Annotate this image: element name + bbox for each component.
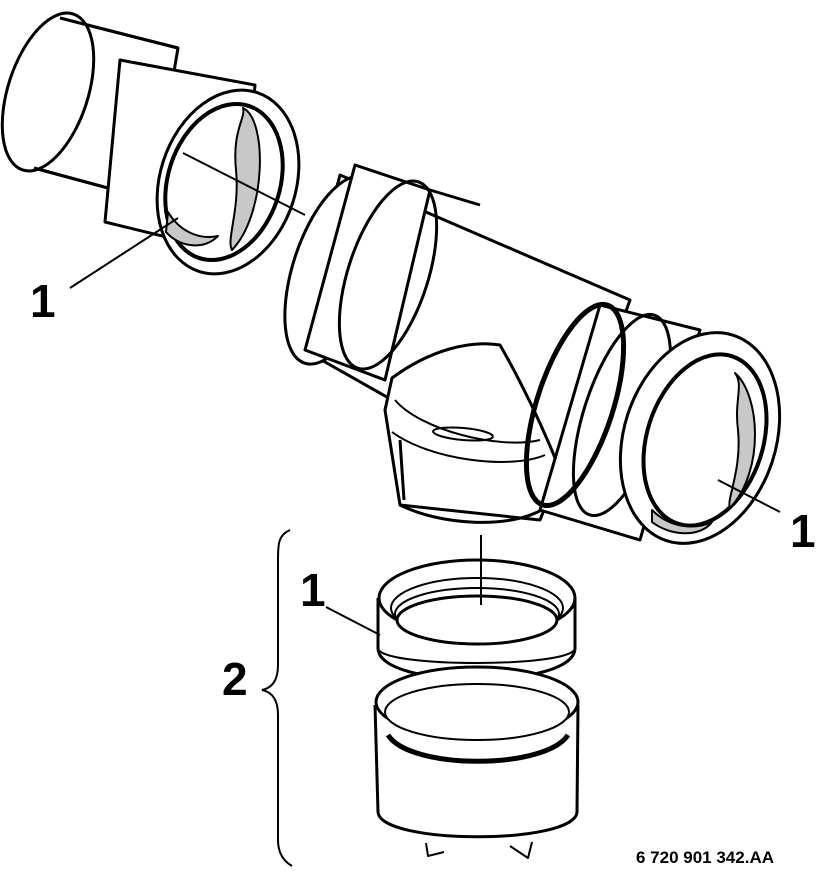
leader-left-seal xyxy=(69,217,179,289)
bottom-seal-ring xyxy=(376,558,577,681)
trap-cup xyxy=(373,665,580,859)
callout-seal-bottom: 1 xyxy=(300,564,326,616)
right-seal-ring xyxy=(651,372,756,535)
left-sleeve xyxy=(0,11,301,276)
callout-seal-left: 1 xyxy=(30,275,56,327)
leader-bottom-seal xyxy=(325,606,381,636)
callout-seal-right: 1 xyxy=(790,505,816,557)
tee-body xyxy=(283,163,782,545)
assembly-brace xyxy=(261,529,293,867)
document-number: 6 720 901 342.AA xyxy=(636,848,774,867)
leader-right-seal xyxy=(717,479,781,513)
leader-lines xyxy=(69,152,781,636)
callout-trap-assembly: 2 xyxy=(222,653,248,705)
left-alignment-line xyxy=(182,152,306,216)
left-seal-ring xyxy=(165,107,261,251)
